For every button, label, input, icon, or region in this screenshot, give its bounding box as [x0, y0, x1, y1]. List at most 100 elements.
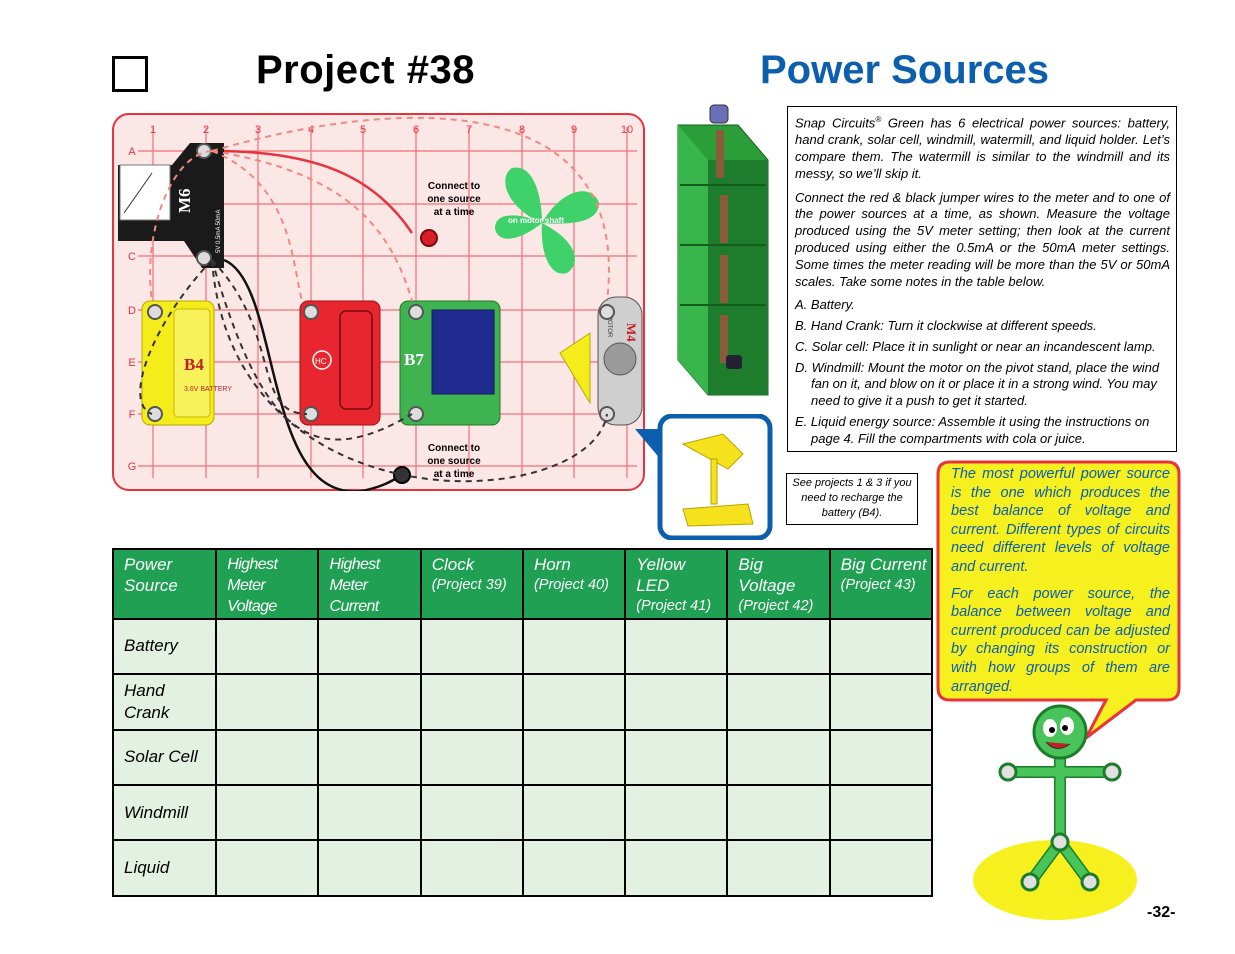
connect-note-top: Connect to one source at a time [427, 181, 481, 218]
col-label: 8 [519, 124, 525, 136]
table-cell[interactable] [726, 617, 831, 676]
table-cell[interactable] [624, 839, 729, 897]
table-cell[interactable] [419, 839, 524, 897]
motor-sub: MOTOR [606, 315, 612, 338]
row-label-liquid: Liquid [111, 839, 218, 897]
table-header: Clock(Project 39) [419, 548, 524, 620]
table-cell[interactable] [726, 783, 831, 842]
table-cell[interactable] [521, 673, 627, 731]
table-cell[interactable] [624, 728, 729, 787]
bubble-paragraph: The most powerful power source is the on… [951, 466, 1170, 575]
project-checkbox-icon[interactable] [112, 56, 148, 92]
row-label: F [129, 409, 136, 421]
black-jumper-wire [223, 258, 403, 491]
table-cell[interactable] [215, 673, 320, 731]
col-label: 5 [360, 124, 366, 136]
red-jumper-wire [223, 149, 414, 234]
snap-mascot-icon [973, 704, 1137, 920]
instruction-step: D. Windmill: Mount the motor on the pivo… [795, 359, 1160, 409]
table-cell[interactable] [215, 617, 320, 676]
table-cell[interactable] [828, 839, 934, 897]
table-cell[interactable] [419, 673, 524, 731]
instructions-intro: Snap Circuits® Green has 6 electrical po… [795, 112, 1170, 183]
table-cell[interactable] [215, 783, 320, 842]
table-cell[interactable] [624, 617, 729, 676]
table-cell[interactable] [215, 839, 320, 897]
page-number: -32- [1147, 904, 1176, 921]
liquid-holder-clip-icon [709, 104, 729, 124]
instructions-para2: Connect the red & black jumper wires to … [795, 189, 1170, 289]
col-label: 9 [571, 124, 577, 136]
table-cell[interactable] [215, 728, 320, 787]
intro-pre: Snap Circuits [795, 115, 876, 131]
connect-note-line: Connect to [428, 443, 480, 454]
crank-label: HC [315, 357, 327, 366]
meter-scale: 5V 0.5mA 50mA [216, 210, 222, 253]
row-label-battery: Battery [111, 617, 218, 676]
table-cell[interactable] [726, 673, 831, 731]
table-header: Horn(Project 40) [521, 548, 627, 620]
table-cell[interactable] [828, 783, 934, 842]
fan-label: on motor shaft [508, 216, 564, 225]
connect-note-line: Connect to [428, 181, 480, 192]
table-cell[interactable] [521, 617, 627, 676]
motor-label: M4 [624, 323, 639, 342]
table-cell[interactable] [624, 673, 729, 731]
meter-label: M6 [175, 188, 194, 213]
table-cell[interactable] [521, 728, 627, 787]
row-label: A [128, 146, 136, 158]
col-label: 10 [621, 124, 633, 136]
registered-mark: ® [875, 115, 882, 124]
bubble-paragraph: For each power source, the balance betwe… [951, 585, 1170, 695]
row-label-solar-cell: Solar Cell [111, 728, 218, 787]
connect-note-bottom: Connect to one source at a time [427, 443, 481, 480]
table-cell[interactable] [624, 783, 729, 842]
table-cell[interactable] [726, 728, 831, 787]
battery-sub: 3.6V BATTERY [184, 386, 232, 393]
table-row: Windmill [111, 783, 934, 842]
speech-bubble-text: The most powerful power source is the on… [951, 465, 1170, 704]
liquid-holder-illustration [677, 104, 769, 396]
wind-fan: on motor shaft [495, 167, 599, 274]
table-row: Liquid [111, 839, 934, 897]
solar-label: B7 [404, 350, 424, 369]
instructions-box: Snap Circuits® Green has 6 electrical po… [787, 106, 1177, 452]
table-cell[interactable] [828, 673, 934, 731]
alternate-red-wires [149, 116, 610, 302]
table-cell[interactable] [521, 783, 627, 842]
col-label: 1 [150, 124, 156, 136]
table-header: Big Voltage(Project 42) [726, 548, 831, 620]
row-label: G [128, 461, 137, 473]
solar-cell-b7: B7 [399, 300, 501, 426]
page-heading: Power Sources [760, 48, 1050, 92]
table-cell[interactable] [419, 783, 524, 842]
table-row: Solar Cell [111, 728, 934, 787]
table-cell[interactable] [828, 728, 934, 787]
row-label: E [128, 357, 135, 369]
table-header: Big Current(Project 43) [828, 548, 934, 620]
table-cell[interactable] [317, 783, 422, 842]
connect-note-line: at a time [434, 207, 475, 218]
table-cell[interactable] [419, 617, 524, 676]
table-cell[interactable] [419, 728, 524, 787]
battery-recharge-note: See projects 1 & 3 if you need to rechar… [786, 473, 918, 525]
meter-m6: M6 5V 0.5mA 50mA [118, 143, 224, 268]
project-title: Project #38 [256, 48, 475, 92]
table-cell[interactable] [726, 839, 831, 897]
instruction-step: B. Hand Crank: Turn it clockwise at diff… [795, 318, 1097, 334]
table-cell[interactable] [317, 617, 422, 676]
table-cell[interactable] [317, 839, 422, 897]
table-cell[interactable] [317, 728, 422, 787]
battery-label: B4 [184, 355, 204, 374]
circuit-board-diagram: 1 2 3 4 5 6 7 8 9 10 A B C D E F G M6 5V… [112, 113, 645, 491]
table-cell[interactable] [828, 617, 934, 676]
connect-note-line: one source [427, 456, 481, 467]
table-cell[interactable] [521, 839, 627, 897]
table-cell[interactable] [317, 673, 422, 731]
col-label: 6 [413, 124, 419, 136]
board-base [112, 113, 645, 491]
liquid-holder-base-clip-icon [726, 355, 742, 369]
